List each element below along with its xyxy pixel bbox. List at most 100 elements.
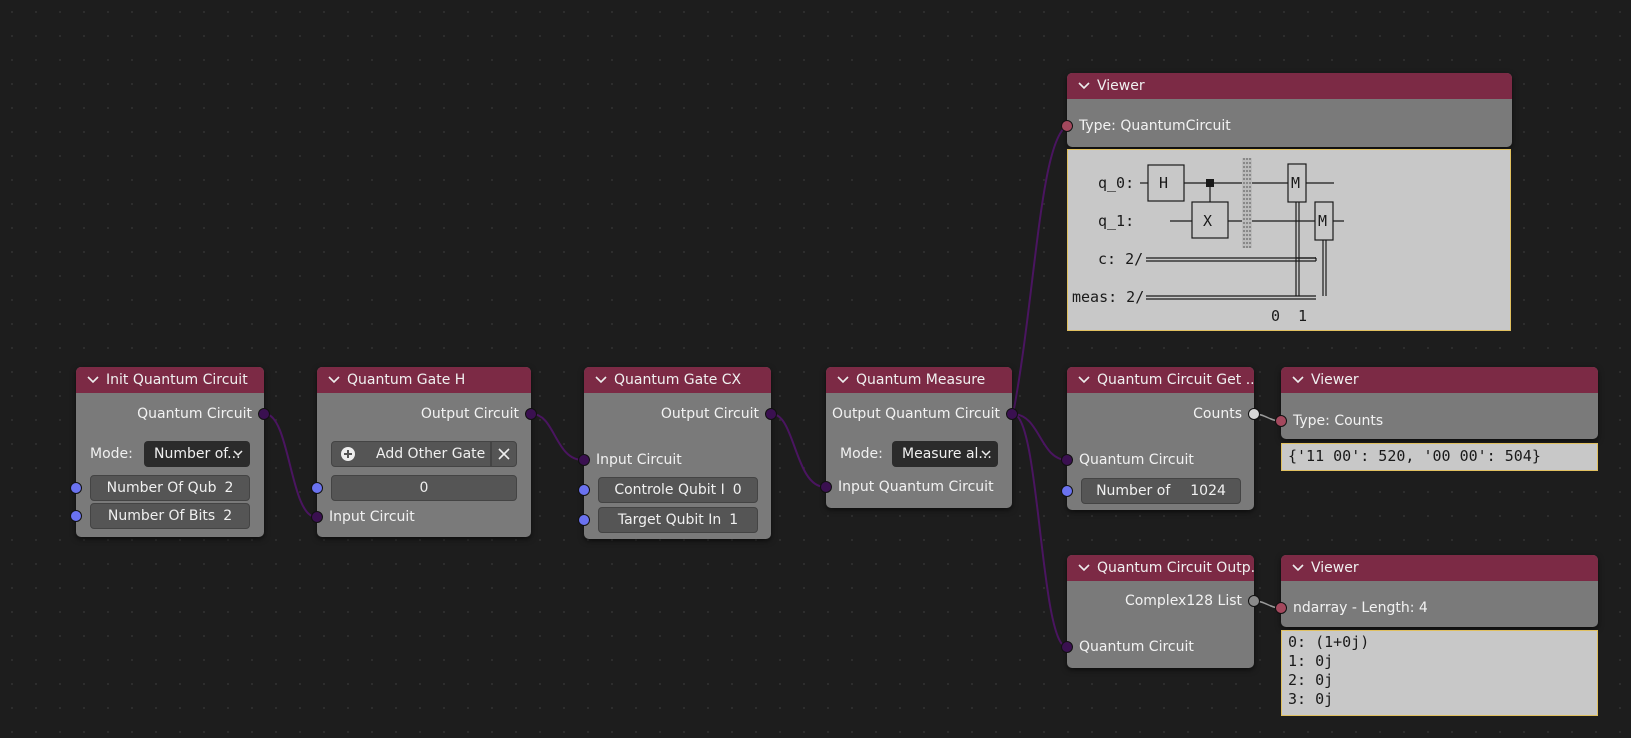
bit-count-field[interactable]: Number Of Bits 2 xyxy=(90,503,250,529)
output-statevector-node[interactable]: Quantum Circuit Outp... Complex128 List … xyxy=(1061,555,1260,668)
quantum-gate-h-node[interactable]: Quantum Gate H Output Circuit Add Other … xyxy=(311,367,537,537)
output-socket[interactable] xyxy=(525,408,537,420)
counts-output-panel: {'11 00': 520, '00 00': 504} xyxy=(1281,443,1598,471)
output-socket[interactable] xyxy=(1006,408,1018,420)
chevron-down-icon xyxy=(233,450,243,457)
qubit-index-field[interactable]: 0 xyxy=(331,475,517,501)
classical-register-label: c: 2/ xyxy=(1098,250,1143,268)
measure-gate-label: M xyxy=(1318,212,1327,230)
input-socket[interactable] xyxy=(1061,120,1073,132)
add-other-gate-button[interactable]: Add Other Gate xyxy=(331,441,491,467)
type-label: Type: QuantumCircuit xyxy=(1079,118,1231,134)
link-h-to-cx xyxy=(531,413,584,461)
qubit-index-socket[interactable] xyxy=(311,482,323,494)
circuit-diagram-panel: q_0: q_1: c: 2/ meas: 2/ H xyxy=(1067,149,1511,331)
input-socket[interactable] xyxy=(1275,602,1287,614)
output-socket[interactable] xyxy=(1248,595,1260,607)
field-value: 0 xyxy=(419,480,429,496)
input-socket[interactable] xyxy=(311,511,323,523)
viewer-circuit-node[interactable]: Viewer Type: QuantumCircuit xyxy=(1061,73,1512,147)
mode-dropdown[interactable]: Number of... xyxy=(144,441,250,467)
input-socket-row: Quantum Circuit xyxy=(1067,449,1254,471)
chevron-down-icon xyxy=(981,450,991,457)
get-counts-node[interactable]: Quantum Circuit Get ... Counts Quantum C… xyxy=(1061,367,1260,510)
input-label: Quantum Circuit xyxy=(1079,639,1194,655)
output-label: Quantum Circuit xyxy=(137,406,252,422)
field-label: Number Of Qub xyxy=(106,480,217,496)
link-measure-to-counts xyxy=(1012,413,1068,461)
node-header[interactable]: Quantum Gate CX xyxy=(584,367,771,393)
qubit-count-field[interactable]: Number Of Qub 2 xyxy=(90,475,250,501)
shots-socket[interactable] xyxy=(1061,485,1073,497)
shots-field[interactable]: Number of 1024 xyxy=(1081,478,1241,504)
x-gate-label: X xyxy=(1203,212,1212,230)
node-title: Viewer xyxy=(1311,560,1359,576)
node-header[interactable]: Quantum Measure xyxy=(826,367,1012,393)
array-line: 1: 0j xyxy=(1288,652,1334,670)
control-dot xyxy=(1206,179,1214,187)
node-header[interactable]: Viewer xyxy=(1281,367,1598,393)
node-title: Quantum Gate H xyxy=(347,372,466,388)
node-header[interactable]: Quantum Gate H xyxy=(317,367,531,393)
chevron-down-icon[interactable] xyxy=(1077,561,1091,575)
node-header[interactable]: Init Quantum Circuit xyxy=(76,367,264,393)
input-socket[interactable] xyxy=(1061,641,1073,653)
q0-label: q_0: xyxy=(1098,174,1134,192)
chevron-down-icon[interactable] xyxy=(327,373,341,387)
input-label: Quantum Circuit xyxy=(1079,452,1194,468)
quantum-measure-node[interactable]: Quantum Measure Output Quantum Circuit M… xyxy=(820,367,1018,508)
chevron-down-icon[interactable] xyxy=(1077,79,1091,93)
qubit-count-socket[interactable] xyxy=(70,482,82,494)
viewer-counts-node[interactable]: Viewer Type: Counts xyxy=(1275,367,1598,439)
chevron-down-icon[interactable] xyxy=(594,373,608,387)
node-title: Viewer xyxy=(1311,372,1359,388)
chevron-down-icon[interactable] xyxy=(1291,373,1305,387)
quantum-gate-cx-node[interactable]: Quantum Gate CX Output Circuit Input Cir… xyxy=(578,367,777,539)
input-socket[interactable] xyxy=(578,454,590,466)
mode-label: Mode: xyxy=(840,446,883,462)
output-socket[interactable] xyxy=(765,408,777,420)
chevron-down-icon[interactable] xyxy=(86,373,100,387)
q1-label: q_1: xyxy=(1098,212,1134,230)
field-label: Number of xyxy=(1096,483,1171,499)
output-socket-row: Quantum Circuit xyxy=(76,403,264,425)
mode-value: Measure al... xyxy=(902,446,992,462)
chevron-down-icon[interactable] xyxy=(836,373,850,387)
node-title: Viewer xyxy=(1097,78,1145,94)
input-socket-row: Input Circuit xyxy=(584,449,771,471)
output-socket[interactable] xyxy=(1248,408,1260,420)
node-header[interactable]: Quantum Circuit Outp... xyxy=(1067,555,1254,581)
array-output-panel: 0: (1+0j) 1: 0j 2: 0j 3: 0j xyxy=(1281,630,1598,716)
link-measure-to-output xyxy=(1012,413,1068,648)
input-socket[interactable] xyxy=(1275,415,1287,427)
chevron-down-icon[interactable] xyxy=(1291,561,1305,575)
measure-gate-label: M xyxy=(1291,174,1300,192)
field-value: 1 xyxy=(729,512,739,528)
measure-mode-dropdown[interactable]: Measure al... xyxy=(892,441,998,467)
viewer-array-node[interactable]: Viewer ndarray - Length: 4 xyxy=(1275,555,1598,627)
input-socket[interactable] xyxy=(1061,454,1073,466)
output-socket[interactable] xyxy=(258,408,270,420)
plus-circle-icon xyxy=(341,447,355,461)
chevron-down-icon[interactable] xyxy=(1077,373,1091,387)
h-gate: H xyxy=(1147,164,1185,202)
input-label: Input Circuit xyxy=(329,509,415,525)
input-socket[interactable] xyxy=(820,481,832,493)
input-label: Input Circuit xyxy=(596,452,682,468)
target-qubit-socket[interactable] xyxy=(578,514,590,526)
node-title: Quantum Circuit Get ... xyxy=(1097,372,1254,388)
remove-gate-button[interactable] xyxy=(491,441,517,467)
node-header[interactable]: Quantum Circuit Get ... xyxy=(1067,367,1254,393)
control-qubit-socket[interactable] xyxy=(578,484,590,496)
input-socket-row: Type: QuantumCircuit xyxy=(1067,115,1512,137)
target-qubit-field[interactable]: Target Qubit In 1 xyxy=(598,507,758,533)
init-quantum-circuit-node[interactable]: Init Quantum Circuit Quantum Circuit Mod… xyxy=(70,367,270,537)
bit-count-socket[interactable] xyxy=(70,510,82,522)
node-header[interactable]: Viewer xyxy=(1067,73,1512,99)
type-label: Type: Counts xyxy=(1293,413,1384,429)
control-qubit-field[interactable]: Controle Qubit I 0 xyxy=(598,477,758,503)
bit-index-0: 0 xyxy=(1271,307,1280,325)
output-label: Output Circuit xyxy=(660,406,759,422)
node-title: Init Quantum Circuit xyxy=(106,372,248,388)
node-header[interactable]: Viewer xyxy=(1281,555,1598,581)
